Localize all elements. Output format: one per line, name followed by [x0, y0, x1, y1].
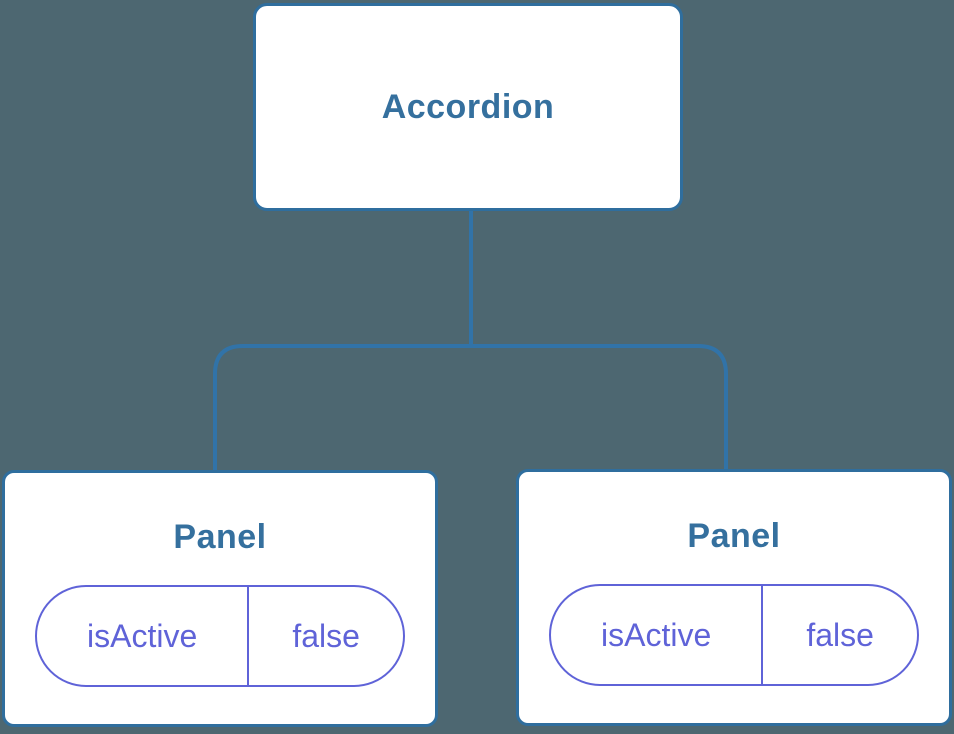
node-panel-right: Panel isActive false [516, 469, 952, 726]
prop-pill: isActive false [549, 584, 919, 686]
prop-value: false [292, 617, 360, 654]
node-panel-left: Panel isActive false [2, 470, 438, 727]
node-accordion: Accordion [253, 3, 683, 211]
prop-value: false [806, 616, 874, 653]
prop-pill: isActive false [35, 585, 405, 687]
prop-name: isActive [37, 587, 250, 685]
node-panel-left-label: Panel [173, 518, 267, 556]
node-accordion-label: Accordion [381, 87, 555, 126]
node-panel-right-label: Panel [687, 517, 781, 555]
prop-name: isActive [551, 586, 764, 684]
connector-bracket [213, 344, 728, 471]
